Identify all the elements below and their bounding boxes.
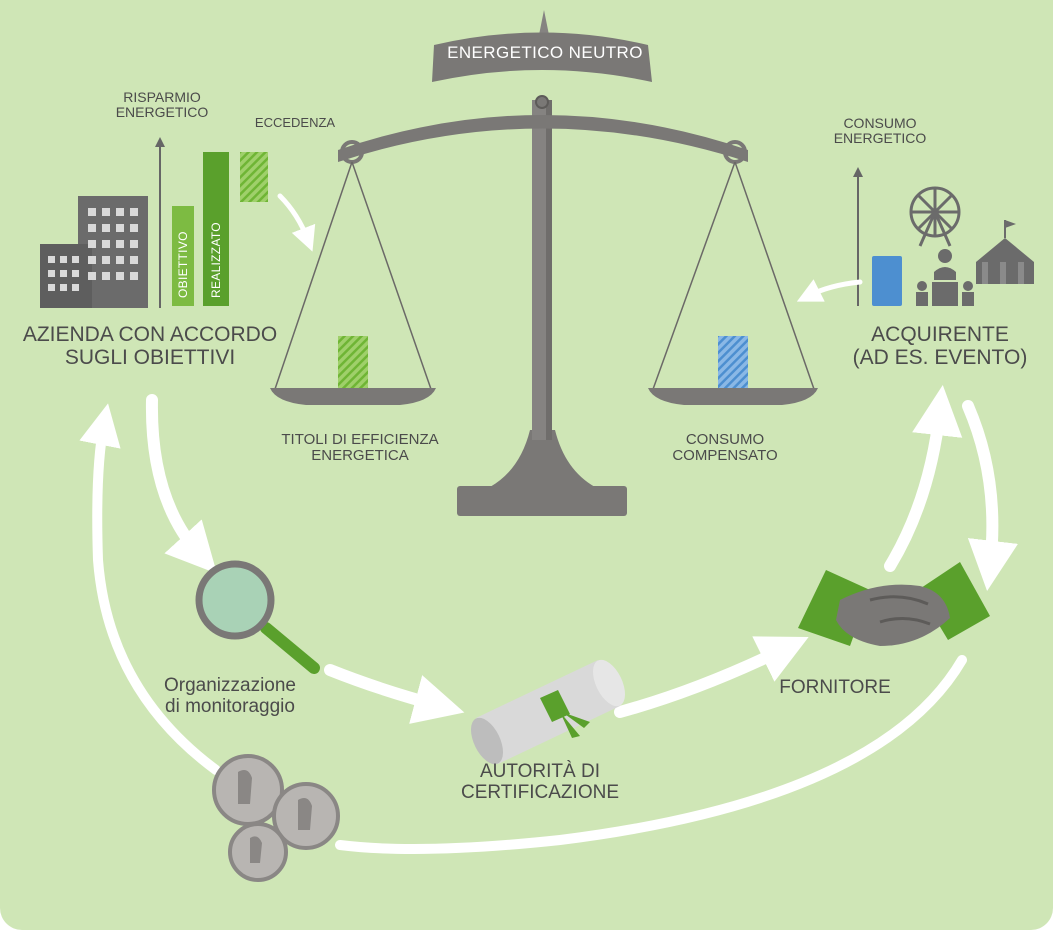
- building-icon: [40, 196, 148, 308]
- handshake-icon: [798, 562, 990, 646]
- ferris-wheel-icon: [909, 186, 961, 247]
- efficiency-titles-label: TITOLI DI EFFICIENZA ENERGETICA: [281, 431, 439, 465]
- supplier-to-buyer-arrow: [884, 384, 963, 572]
- target-bar: [172, 206, 194, 306]
- buyer-to-pan-arrow: [796, 279, 863, 302]
- target-bar-label: OBIETTIVO: [176, 231, 190, 298]
- monitoring-label: Organizzazione di monitoraggio: [163, 675, 297, 717]
- buyer-label: ACQUIRENTE (AD ES. EVENTO): [852, 323, 1028, 369]
- excess-bar: [240, 152, 268, 202]
- supplier-payment-arc: [335, 655, 967, 854]
- scale-title: ENERGETICO NEUTRO: [447, 43, 643, 62]
- monitoring-to-authority-arrow: [324, 664, 465, 724]
- excess-to-pan-arrow: [277, 193, 316, 252]
- company-label: AZIENDA CON ACCORDO SUGLI OBIETTIVI: [22, 323, 278, 369]
- certification-label: AUTORITÀ DI CERTIFICAZIONE: [461, 761, 619, 803]
- speaker-icon: [916, 249, 974, 306]
- tent-icon: [976, 220, 1034, 284]
- certificate-scroll-icon: [470, 659, 626, 765]
- excess-label: ECCEDENZA: [254, 115, 336, 130]
- balance-scale-icon: [270, 10, 818, 516]
- buyer-to-supplier-arrow: [962, 400, 1018, 592]
- authority-to-supplier-arrow: [614, 636, 809, 718]
- payment-to-company-arrow: [79, 403, 221, 775]
- consumption-axis-label: CONSUMO ENERGETICO: [833, 115, 927, 147]
- achieved-bar-label: REALIZZATO: [209, 222, 223, 298]
- green-certificate-block: [338, 336, 368, 388]
- magnifier-icon: [195, 560, 320, 674]
- company-to-monitoring-arrow: [145, 394, 217, 574]
- compensated-consumption-label: CONSUMO COMPENSATO: [672, 431, 778, 465]
- blue-consumption-block: [718, 336, 748, 388]
- savings-axis-label: RISPARMIO ENERGETICO: [115, 89, 209, 121]
- achieved-bar: [203, 152, 229, 306]
- flow-arrows: [79, 193, 1018, 854]
- coins-icon: [212, 754, 340, 882]
- consumption-bar: [872, 256, 902, 306]
- supplier-label: FORNITORE: [779, 677, 891, 698]
